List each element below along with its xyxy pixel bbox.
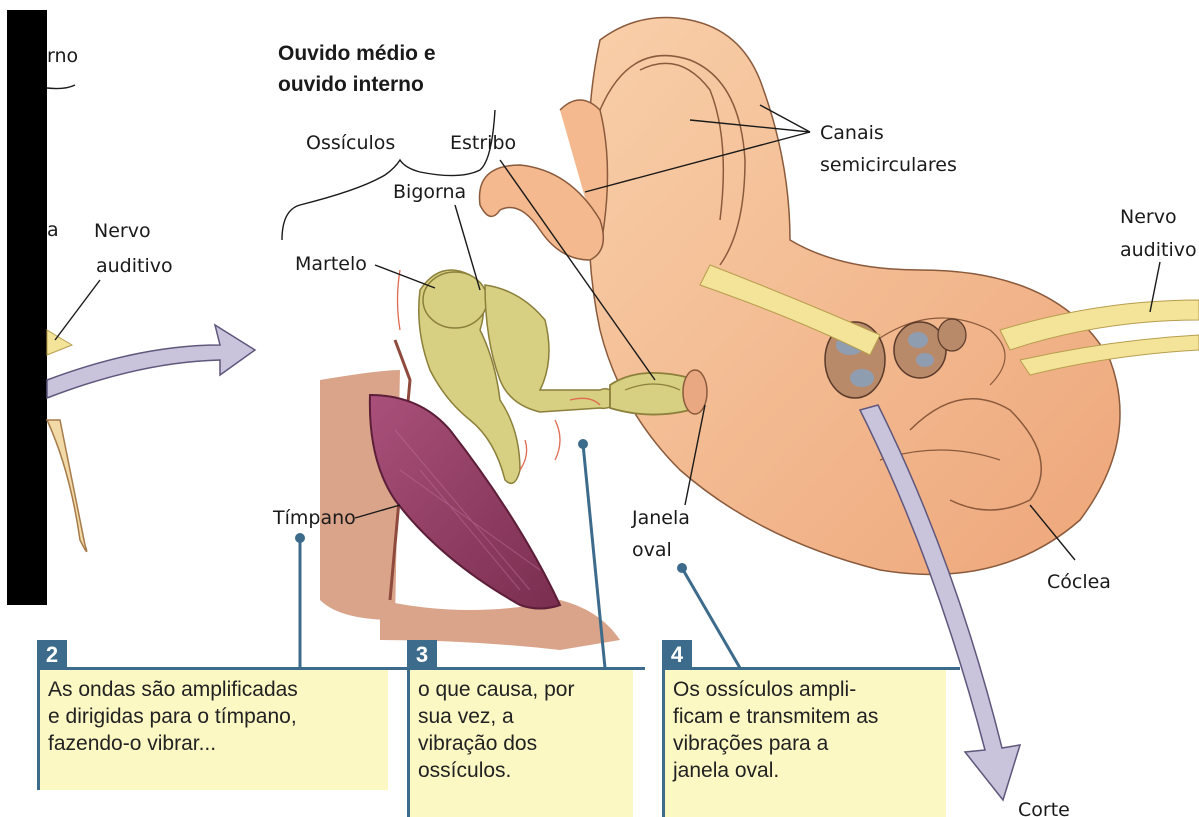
label-coclea: Cóclea [1047, 571, 1111, 593]
label-janela-1: Janela [631, 507, 690, 529]
label-nervo-left-2: auditivo [96, 255, 173, 277]
label-nervo-right-2: auditivo [1120, 239, 1197, 261]
label-nervo-right-1: Nervo [1120, 206, 1177, 228]
title-line-1: Ouvido médio e [278, 42, 436, 65]
label-corte: Corte [1018, 799, 1070, 817]
label-bigorna: Bigorna [393, 181, 466, 203]
left-partial-anatomy [47, 330, 87, 551]
label-partial-mid: a [47, 219, 59, 241]
callout-3-number: 3 [407, 640, 437, 670]
label-canais-1: Canais [820, 122, 884, 144]
big-arrow-left [47, 325, 255, 398]
inner-ear [480, 18, 1121, 575]
label-ossiculos: Ossículos [306, 132, 395, 154]
label-martelo: Martelo [295, 253, 367, 275]
label-nervo-left-1: Nervo [94, 220, 151, 242]
label-canais-2: semicirculares [820, 154, 957, 176]
callout-4-number: 4 [662, 640, 692, 670]
callout-2-text: As ondas são amplificadas e dirigidas pa… [37, 670, 388, 790]
label-partial-top: rno [47, 45, 78, 67]
title-line-2: ouvido interno [278, 73, 424, 96]
callout-4-text: Os ossículos ampli- ficam e transmitem a… [662, 670, 946, 817]
label-estribo: Estribo [450, 132, 516, 154]
label-janela-2: oval [632, 539, 672, 561]
label-timpano: Tímpano [272, 507, 356, 529]
eardrum [370, 395, 560, 609]
callout-3-text: o que causa, por sua vez, a vibração dos… [407, 670, 633, 817]
callout-2-number: 2 [37, 640, 67, 670]
